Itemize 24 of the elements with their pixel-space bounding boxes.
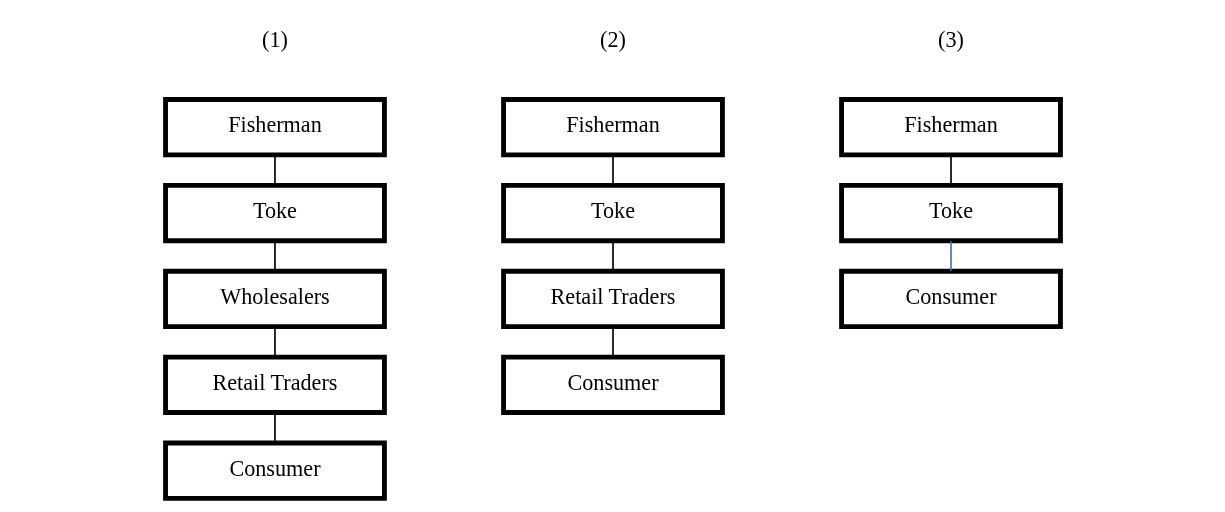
- node-box: Retail Traders: [162, 354, 387, 415]
- connector: [611, 240, 614, 272]
- node-box: Toke: [838, 182, 1063, 244]
- connector: [273, 412, 276, 444]
- connector: [273, 240, 276, 272]
- node-box: Consumer: [838, 268, 1063, 330]
- connector: [611, 326, 614, 358]
- node-box: Consumer: [162, 440, 387, 501]
- node-box: Consumer: [500, 354, 725, 415]
- node-box: Toke: [162, 182, 387, 244]
- connector: [949, 154, 952, 186]
- label: (1): [261, 26, 288, 52]
- connector: [273, 326, 276, 358]
- connector: [273, 154, 276, 186]
- node-box: Retail Traders: [500, 268, 725, 330]
- node-box: Fisherman: [500, 97, 725, 158]
- label: (3): [937, 26, 964, 52]
- node-box: Fisherman: [162, 97, 387, 158]
- node-box: Fisherman: [838, 97, 1063, 158]
- node-box: Wholesalers: [162, 268, 387, 330]
- node-box: Toke: [500, 182, 725, 244]
- connector: [611, 154, 614, 186]
- label: (2): [599, 26, 626, 52]
- connector: [949, 240, 952, 272]
